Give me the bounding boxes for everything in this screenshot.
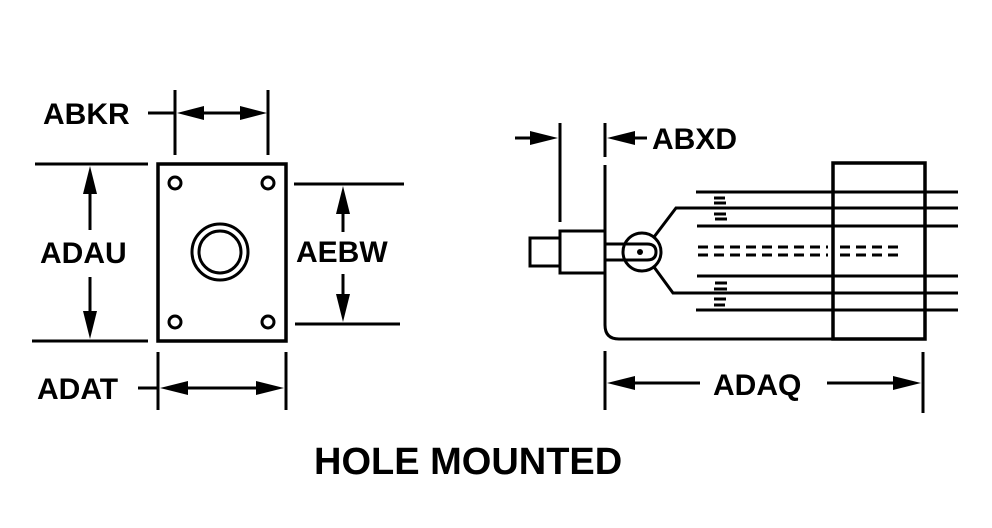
pivot-pin: [637, 249, 643, 255]
dimension-label-abkr: ABKR: [43, 98, 130, 131]
dimension-label-adau: ADAU: [40, 237, 127, 270]
dimension-abkr: ABKR: [43, 90, 270, 155]
mounting-plate: [156, 162, 288, 343]
housing-outline: [603, 165, 926, 341]
arrow-right-icon: [240, 106, 267, 120]
diagram-caption: HOLE MOUNTED: [314, 441, 622, 483]
dimension-label-adat: ADAT: [37, 373, 118, 406]
arrow-up-icon: [83, 166, 97, 194]
mounting-hole-top-left: [167, 175, 183, 191]
pivot-arm: [605, 242, 658, 262]
arrow-left-icon: [177, 106, 204, 120]
arrow-left-icon: [607, 131, 635, 145]
dimension-label-abxd: ABXD: [652, 123, 737, 156]
pivot-disc: [621, 231, 663, 273]
dimension-label-aebw: AEBW: [296, 236, 388, 269]
mounting-hole-bottom-right: [260, 314, 276, 330]
center-boss-inner: [197, 229, 243, 275]
dimension-label-adaq: ADAQ: [713, 369, 801, 402]
dimension-aebw: AEBW: [294, 182, 404, 326]
arrow-down-icon: [336, 294, 350, 322]
front-view: [156, 162, 288, 343]
hidden-ticks-lower: [714, 281, 727, 307]
dimension-adau: ADAU: [32, 162, 148, 343]
terminal-block: [831, 161, 927, 341]
side-view: [528, 161, 958, 341]
arrow-right-icon: [893, 376, 921, 390]
arrow-down-icon: [83, 311, 97, 339]
dimension-abxd: ABXD: [515, 123, 737, 222]
arrow-right-icon: [530, 131, 558, 145]
hidden-ticks-upper: [714, 196, 727, 221]
arrow-left-icon: [160, 381, 188, 395]
mounting-hole-bottom-left: [167, 314, 183, 330]
upper-link: [652, 206, 958, 238]
dimension-adaq: ADAQ: [603, 351, 925, 413]
arrow-left-icon: [607, 376, 635, 390]
lower-link: [652, 266, 958, 295]
arrow-up-icon: [336, 186, 350, 214]
centerline-dashes: [698, 245, 903, 257]
arrow-right-icon: [256, 381, 284, 395]
dimension-adat: ADAT: [37, 352, 288, 410]
shaft-stub: [528, 236, 562, 268]
shaft-collar: [558, 229, 607, 275]
center-boss-outer: [190, 222, 250, 282]
mounting-hole-top-right: [260, 175, 276, 191]
